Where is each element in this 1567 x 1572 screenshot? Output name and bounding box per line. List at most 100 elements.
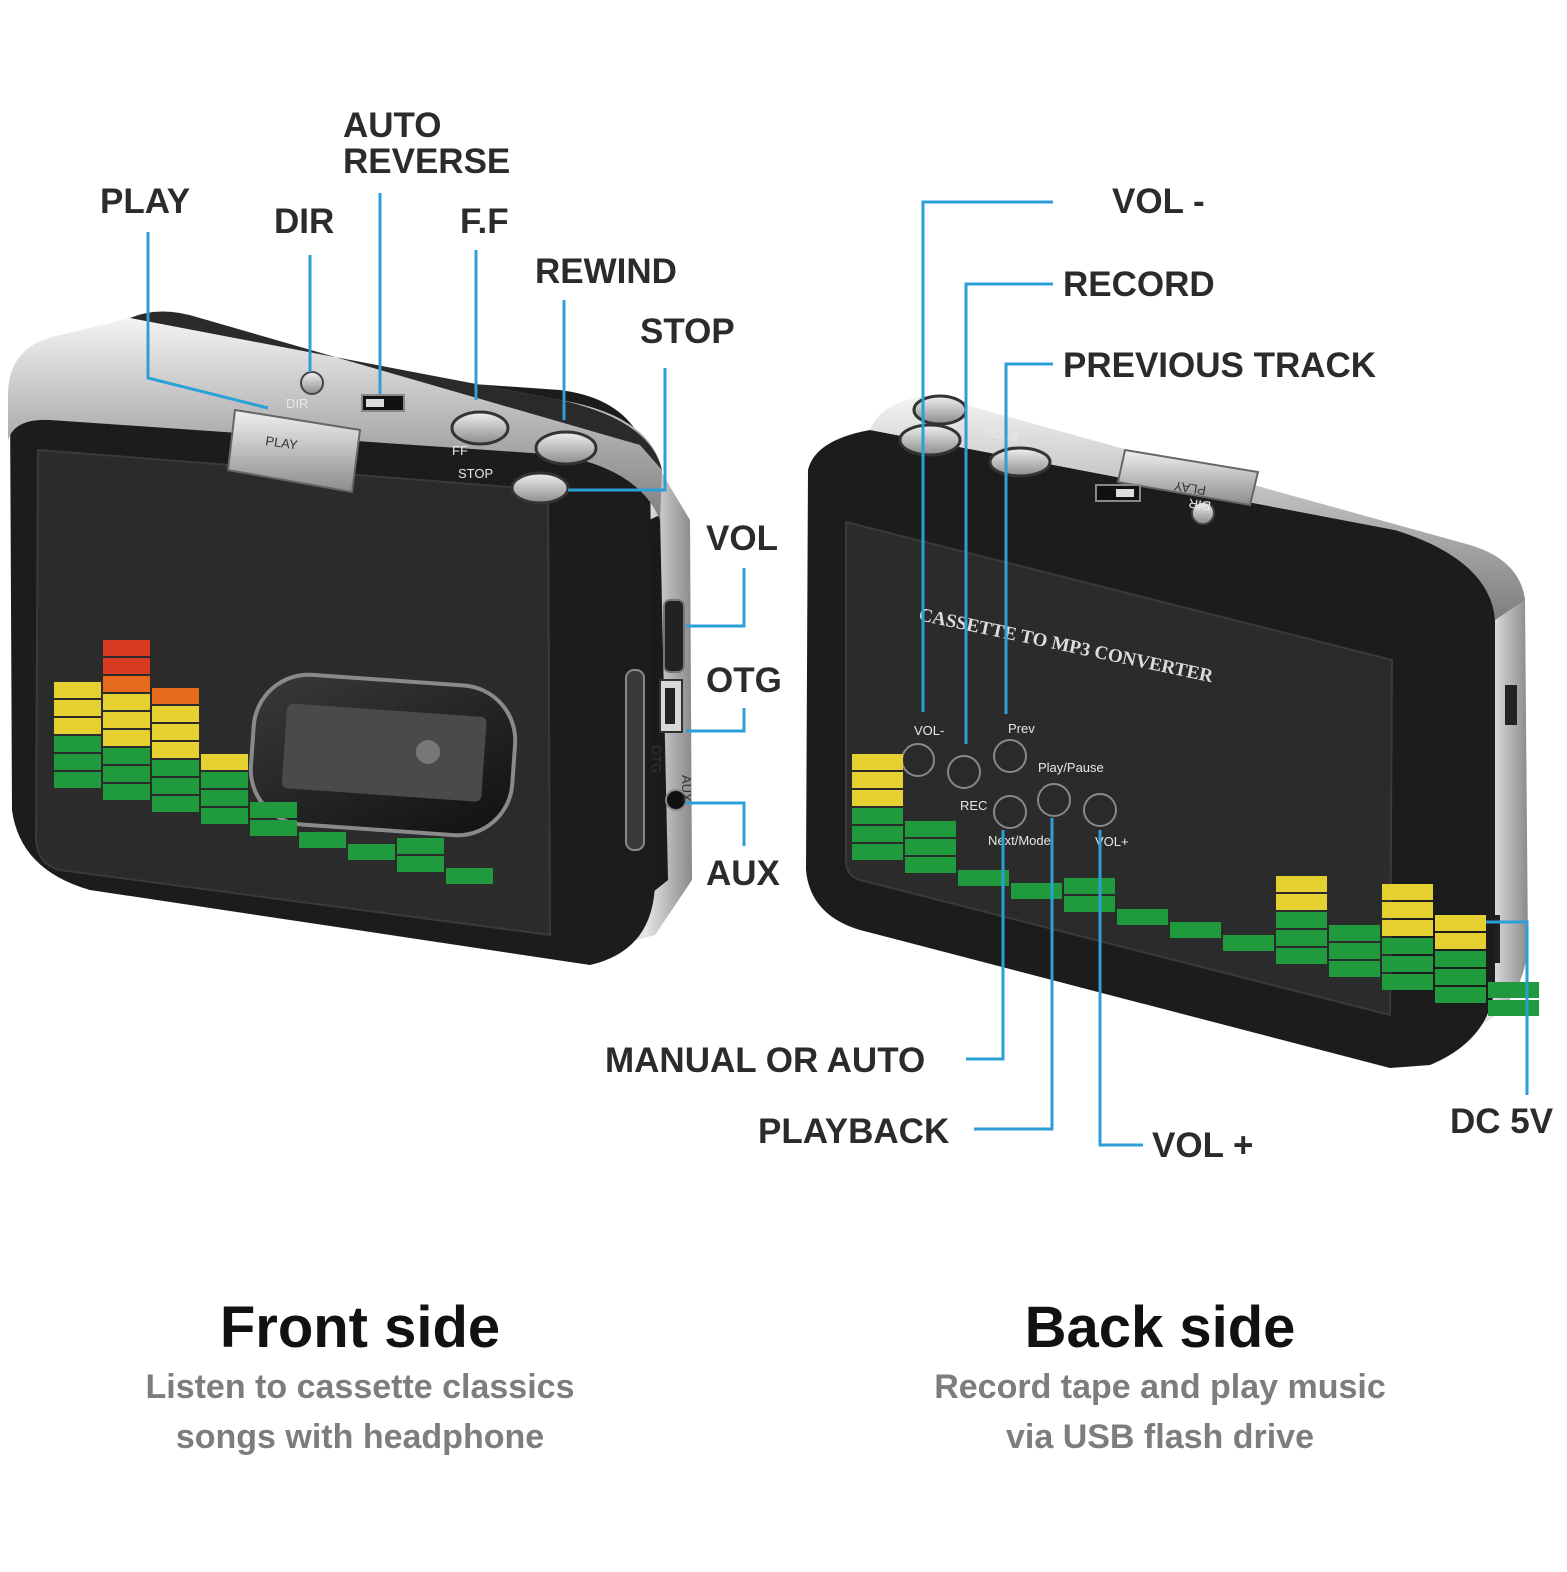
front-eq-cell	[103, 730, 150, 746]
callout-labels: PLAY DIR AUTO REVERSE F.F REWIND STOP VO…	[100, 106, 1554, 1165]
back-face-panel	[845, 520, 1394, 1017]
front-eq-cell	[152, 778, 199, 794]
label-manual-or-auto: MANUAL OR AUTO	[605, 1041, 925, 1080]
back-eq-cell	[1223, 935, 1274, 951]
front-eq-cell	[103, 658, 150, 674]
back-rec-text: REC	[960, 798, 987, 813]
front-stop-button[interactable]	[510, 471, 570, 505]
back-eq-cell	[852, 844, 903, 860]
back-side-subtitle: Record tape and play music via USB flash…	[860, 1362, 1460, 1462]
back-subtitle-line2: via USB flash drive	[1005, 1418, 1314, 1456]
front-ff-text: FF	[452, 443, 468, 458]
back-eq-cell	[1435, 951, 1486, 967]
back-play-button[interactable]: PLAY	[1116, 448, 1260, 507]
back-rec-button[interactable]	[947, 755, 981, 789]
front-vol-wheel[interactable]	[663, 599, 685, 673]
front-eq-cell	[103, 712, 150, 728]
front-aux-jack[interactable]	[665, 789, 687, 811]
front-eq-cell	[54, 700, 101, 716]
back-vol-minus-text: VOL-	[914, 723, 944, 738]
front-eq-cell	[54, 772, 101, 788]
leader-playback	[974, 818, 1054, 1131]
back-eq-cell	[852, 772, 903, 788]
front-eq-cell	[152, 724, 199, 740]
front-ff-button[interactable]	[450, 410, 510, 446]
front-stop-text: STOP	[458, 466, 493, 481]
front-eq-cell	[54, 682, 101, 698]
front-chrome-top	[8, 318, 662, 520]
front-subtitle-line2: songs with headphone	[175, 1418, 545, 1456]
back-vol-plus-button[interactable]	[1083, 793, 1117, 827]
label-play: PLAY	[100, 182, 190, 221]
back-eq-cell	[1329, 943, 1380, 959]
back-eq-cell	[1382, 902, 1433, 918]
back-play-pause-text: Play/Pause	[1038, 760, 1104, 775]
label-dir: DIR	[274, 202, 334, 241]
front-eq-cell	[201, 772, 248, 788]
front-eq-cell	[152, 688, 199, 704]
front-dir-knob[interactable]	[300, 371, 324, 395]
back-prev-button[interactable]	[993, 739, 1027, 773]
back-vol-minus-button[interactable]	[901, 743, 935, 777]
back-eq-cell	[1435, 915, 1486, 931]
front-side-title: Front side	[219, 1295, 501, 1360]
front-eq-cell	[201, 754, 248, 770]
back-eq-cell	[1276, 876, 1327, 892]
front-eq-cell	[397, 838, 444, 854]
svg-text:PLAY: PLAY	[265, 433, 299, 452]
back-eq-cell	[1435, 933, 1486, 949]
front-eq-cell	[103, 640, 150, 656]
back-eq-cell	[1011, 883, 1062, 899]
back-eq-cell	[1382, 974, 1433, 990]
back-next-mode-button[interactable]	[993, 795, 1027, 829]
front-rewind-button[interactable]	[534, 430, 598, 466]
label-dc5v: DC 5V	[1450, 1102, 1554, 1141]
label-vol-minus: VOL -	[1112, 182, 1205, 221]
back-eq-cell	[1488, 1000, 1539, 1016]
back-side-title: Back side	[1024, 1295, 1296, 1360]
front-dir-text: DIR	[286, 396, 308, 411]
front-eq-cell	[397, 856, 444, 872]
back-prev-text: Prev	[1008, 721, 1035, 736]
label-playback: PLAYBACK	[758, 1112, 949, 1151]
back-eq-cell	[1276, 930, 1327, 946]
back-play-pause-button[interactable]	[1037, 783, 1071, 817]
front-eq-cell	[103, 676, 150, 692]
leader-previous-track	[1004, 362, 1053, 714]
back-eq-cell	[852, 808, 903, 824]
back-eq-cell	[852, 790, 903, 806]
front-eq-cell	[103, 766, 150, 782]
label-previous-track: PREVIOUS TRACK	[1063, 346, 1376, 385]
label-vol-plus: VOL +	[1152, 1126, 1253, 1165]
front-eq-cell	[54, 754, 101, 770]
back-subtitle-line1: Record tape and play music	[934, 1368, 1386, 1406]
back-eq-cell	[1276, 948, 1327, 964]
back-eq-cell	[1382, 938, 1433, 954]
back-stop-text: STOP	[982, 424, 1019, 444]
front-side-subtitle: Listen to cassette classics songs with h…	[60, 1362, 660, 1462]
front-aux-text: AUX	[679, 775, 694, 802]
back-eq-cell	[1435, 987, 1486, 1003]
front-eq-cell	[201, 808, 248, 824]
back-eq-cell	[1117, 909, 1168, 925]
label-otg: OTG	[706, 661, 782, 700]
front-eq-cell	[103, 784, 150, 800]
front-otg-text: OTG	[649, 745, 664, 773]
back-dir-knob[interactable]	[1191, 501, 1215, 525]
front-eq-cell	[152, 706, 199, 722]
leader-otg	[686, 708, 746, 733]
leader-dc5v	[1486, 920, 1529, 1095]
label-auto-reverse-line1: AUTO	[343, 106, 442, 145]
back-eq-cell	[1170, 922, 1221, 938]
front-eq-cell	[152, 796, 199, 812]
label-ff: F.F	[460, 202, 509, 241]
back-eq-cell	[1064, 896, 1115, 912]
back-device: PLAY STOP DIR CASSETTE TO MP3 CONVERTER …	[806, 394, 1539, 1068]
label-rewind: REWIND	[535, 252, 677, 291]
label-stop: STOP	[640, 312, 735, 351]
leader-stop	[568, 368, 667, 492]
front-subtitle-line1: Listen to cassette classics	[145, 1368, 575, 1406]
front-play-button[interactable]: PLAY	[226, 408, 362, 494]
